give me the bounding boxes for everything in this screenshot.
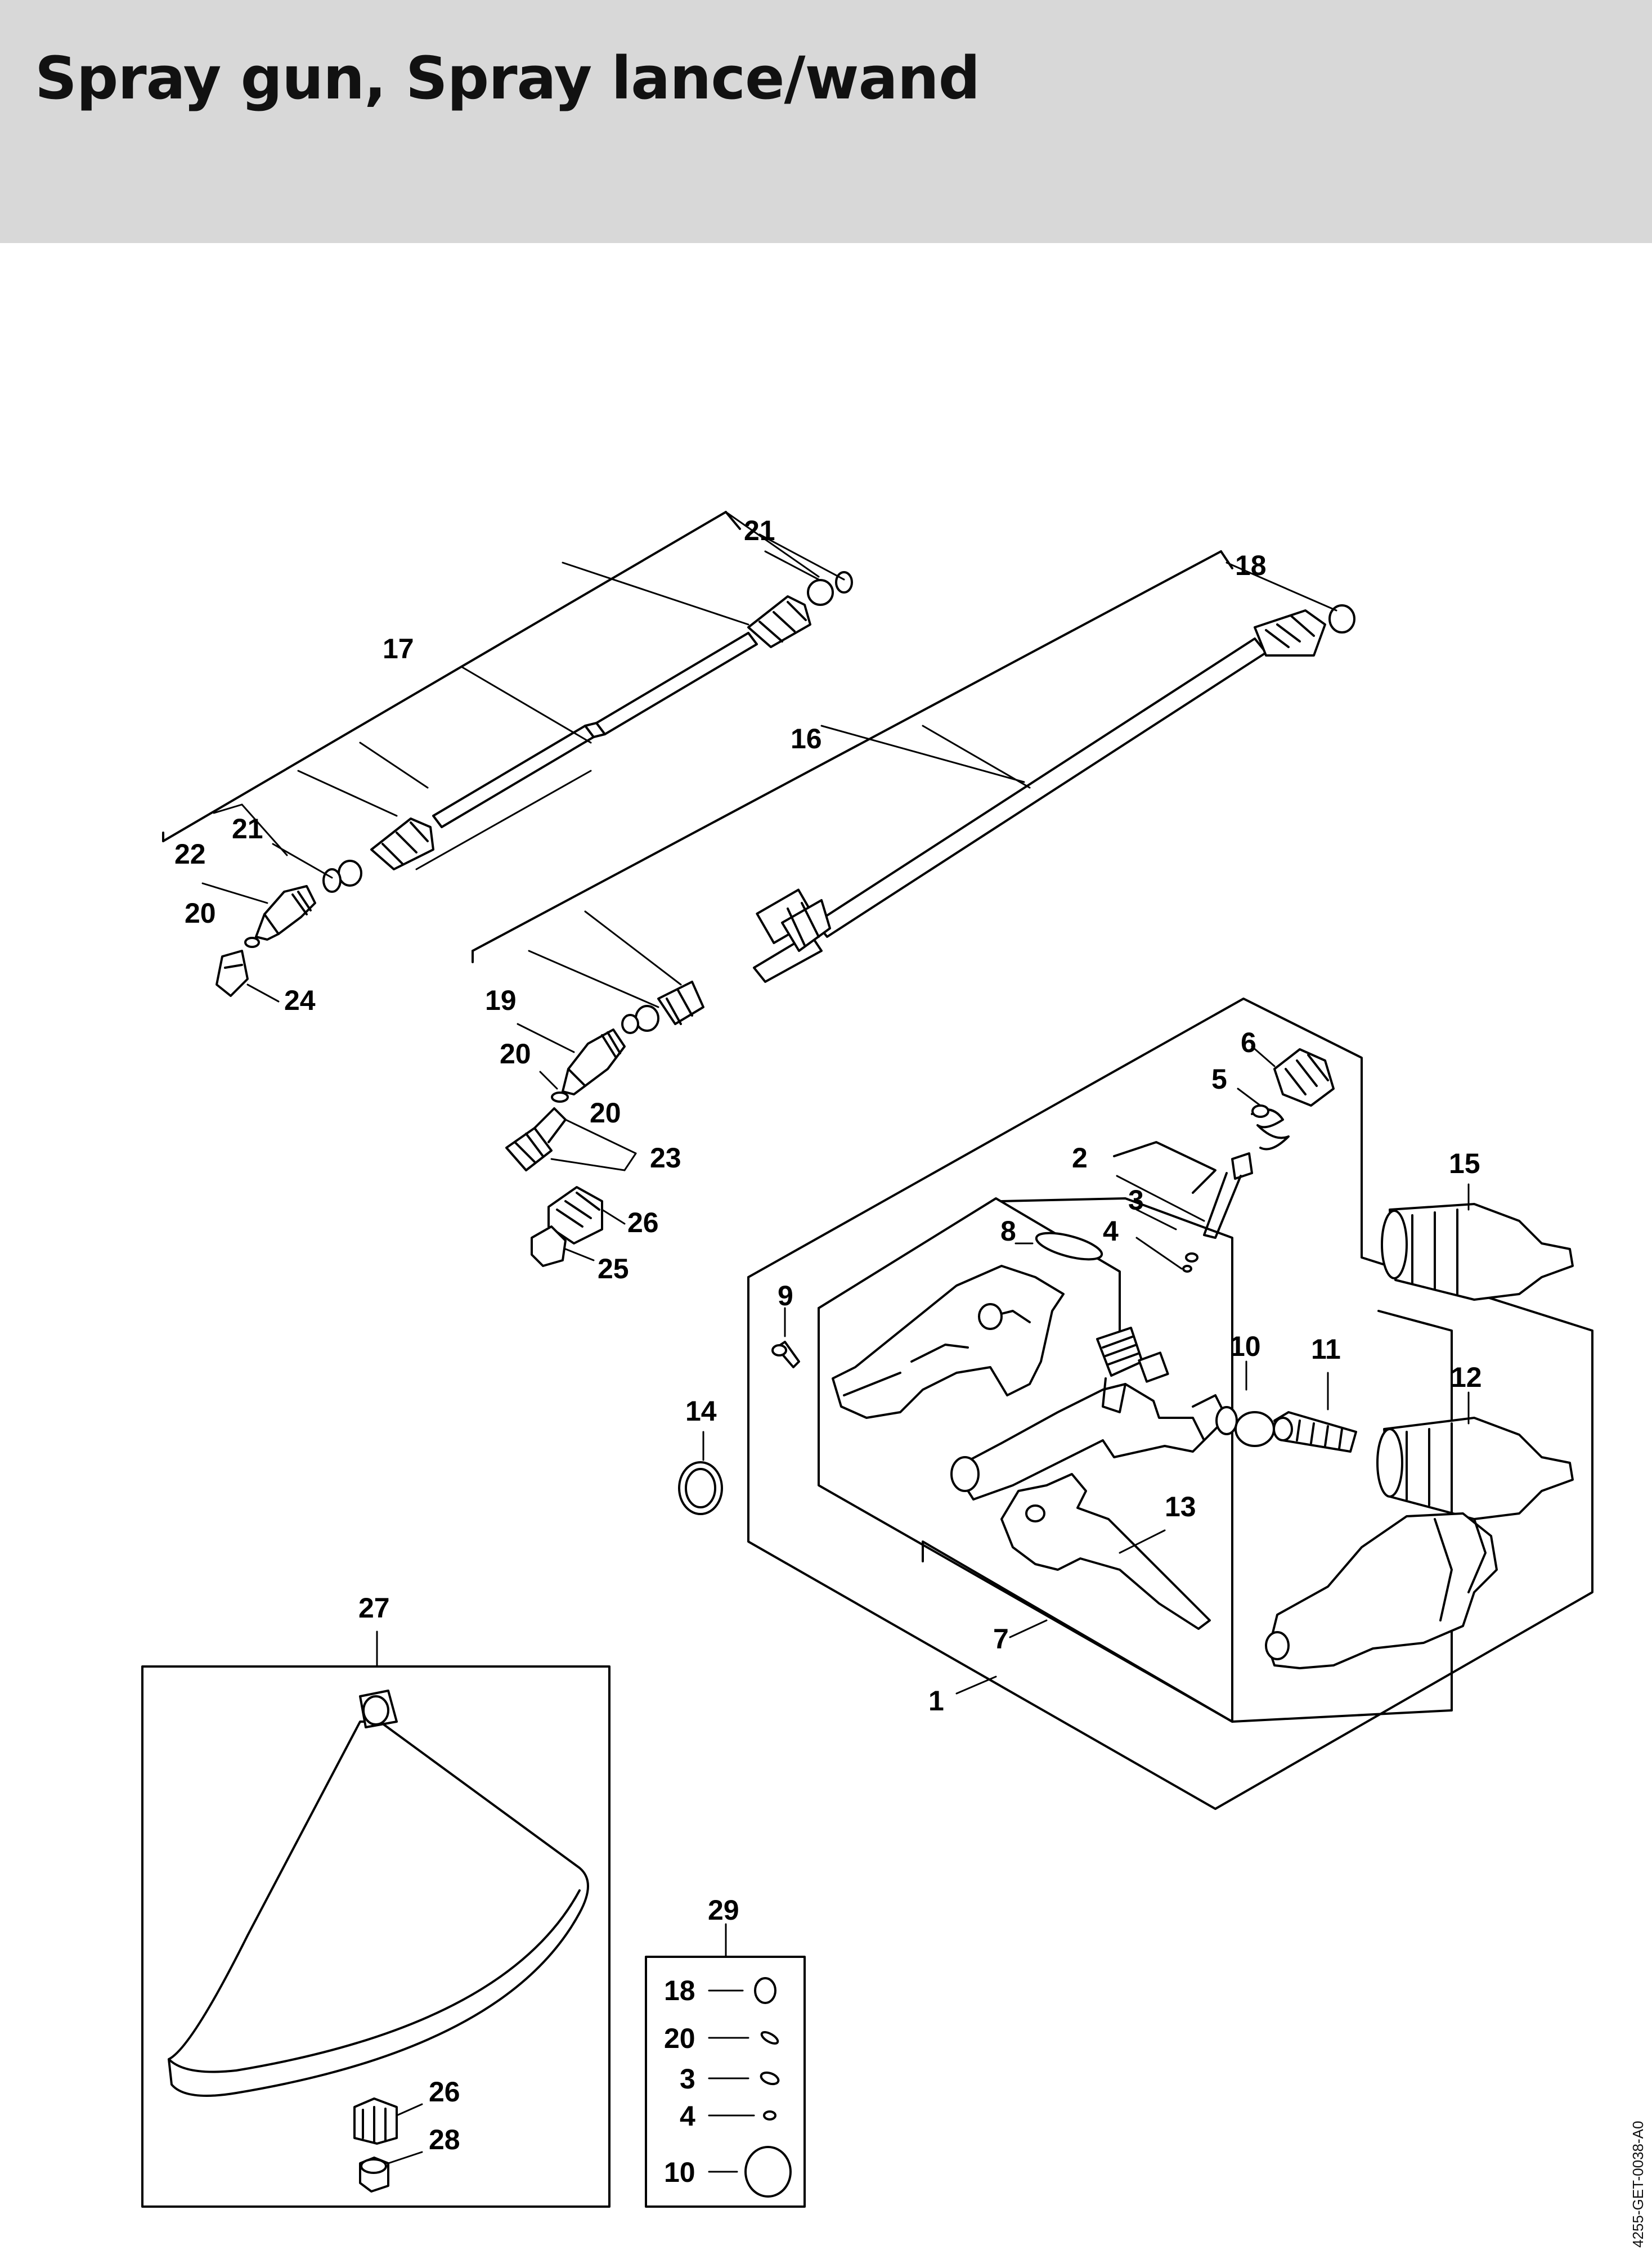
callout-22: 22 xyxy=(174,838,206,870)
callout-23: 23 xyxy=(650,1142,681,1174)
page-title: Spray gun, Spray lance/wand xyxy=(35,44,980,113)
callout-26-shield: 26 xyxy=(429,2076,460,2108)
grip-cover xyxy=(1265,1512,1498,1669)
callout-26-lance: 26 xyxy=(627,1207,659,1238)
callout-5: 5 xyxy=(1211,1063,1227,1095)
callout-16: 16 xyxy=(791,723,822,754)
callout-7: 7 xyxy=(993,1623,1009,1655)
callout-8: 8 xyxy=(1000,1215,1016,1247)
kit-item-10: 10 xyxy=(664,2157,695,2188)
part-16-long-lance xyxy=(472,550,1355,1267)
callout-15: 15 xyxy=(1449,1148,1480,1179)
callout-3: 3 xyxy=(1128,1184,1144,1216)
callout-19: 19 xyxy=(485,985,517,1016)
kit-item-3: 3 xyxy=(680,2063,695,2095)
kit-item-20: 20 xyxy=(664,2023,695,2054)
part-14-ring xyxy=(678,1431,723,1515)
part-17-short-lance xyxy=(162,511,853,1003)
callout-9: 9 xyxy=(778,1280,793,1311)
part-29-seal-kit xyxy=(645,1923,806,2208)
callout-13: 13 xyxy=(1165,1491,1196,1522)
callout-10: 10 xyxy=(1229,1331,1261,1362)
part-27-spray-shield xyxy=(141,1630,610,2208)
callout-25: 25 xyxy=(598,1253,629,1284)
callout-2: 2 xyxy=(1072,1142,1088,1174)
part-9-screw xyxy=(771,1307,800,1368)
callout-18: 18 xyxy=(1235,550,1267,581)
callout-14: 14 xyxy=(685,1395,717,1427)
valve-parts xyxy=(1182,1045,1335,1273)
callout-21-left: 21 xyxy=(232,813,263,844)
callout-17: 17 xyxy=(383,633,414,664)
callout-6: 6 xyxy=(1241,1027,1256,1058)
kit-item-18: 18 xyxy=(664,1975,695,2006)
callout-29: 29 xyxy=(708,1894,739,1926)
callout-27: 27 xyxy=(358,1592,390,1624)
part-12-coupling xyxy=(1376,1391,1574,1520)
callout-1: 1 xyxy=(928,1685,944,1717)
part-8-handle-shell xyxy=(832,1232,1103,1419)
callout-20-left: 20 xyxy=(185,897,216,929)
callout-21-top: 21 xyxy=(744,515,775,546)
drawing-code: 4255-GET-0038-A0 xyxy=(1629,2121,1646,2248)
callout-20-lower: 20 xyxy=(590,1097,621,1129)
callout-labels: 21 17 21 22 20 24 18 16 19 20 20 23 26 2… xyxy=(174,515,1482,2188)
callout-11: 11 xyxy=(1311,1333,1341,1365)
spray-gun-assembly-frame xyxy=(747,998,1593,1810)
title-banner xyxy=(0,0,1652,243)
callout-20-mid: 20 xyxy=(500,1038,531,1070)
kit-item-4: 4 xyxy=(680,2100,695,2132)
part-15-coupling xyxy=(1381,1183,1574,1301)
callout-4: 4 xyxy=(1103,1215,1119,1247)
callout-12: 12 xyxy=(1451,1362,1482,1393)
callout-24: 24 xyxy=(284,985,316,1016)
gun-valve-body xyxy=(950,1327,1357,1695)
callout-28: 28 xyxy=(429,2124,460,2155)
